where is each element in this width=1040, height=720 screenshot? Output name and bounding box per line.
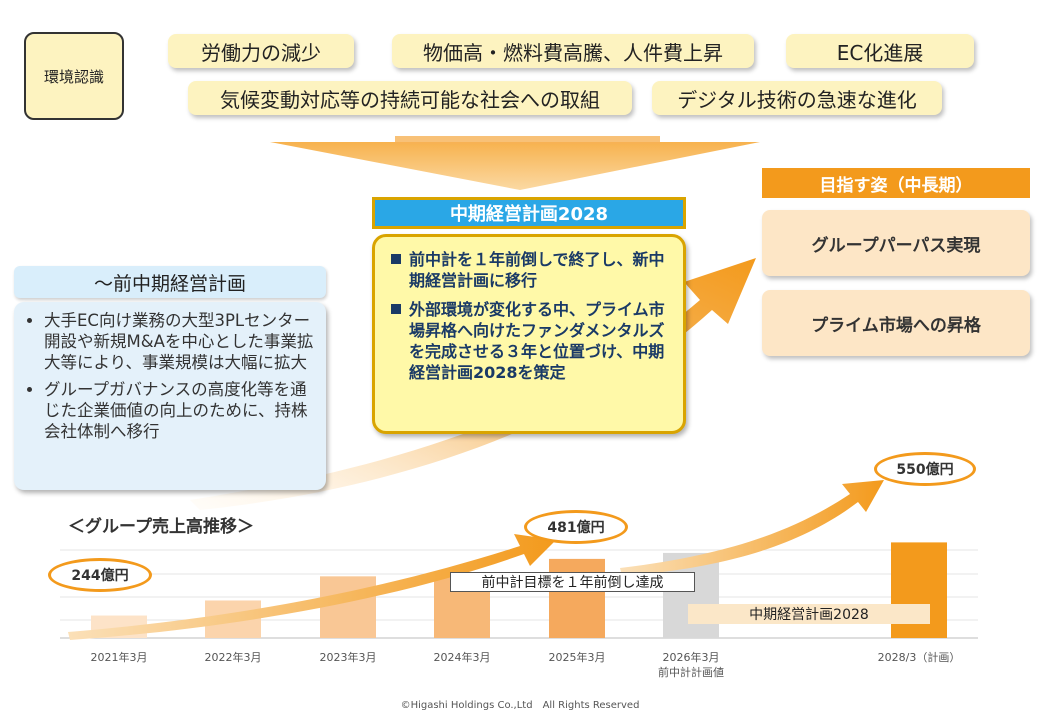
- new-plan-item-text: 外部環境が変化する中、プライム市場昇格へ向けたファンダメンタルズを完成させる３年…: [409, 300, 665, 382]
- value-callout: 550億円: [874, 452, 976, 486]
- x-tick-text: 2021年3月: [90, 651, 148, 664]
- goal-purpose: グループパーパス実現: [762, 210, 1030, 276]
- goal-title: 目指す姿（中長期）: [762, 168, 1030, 198]
- annotation-new-plan: 中期経営計画2028: [688, 604, 930, 624]
- annotation-early-achievement: 前中計目標を１年前倒し達成: [450, 572, 695, 592]
- new-plan-item-text: 前中計を１年前倒しで終了し、新中期経営計画に移行: [409, 250, 665, 290]
- x-tick-text: 2026年3月: [662, 651, 720, 664]
- previous-plan-bullet: 大手EC向け業務の大型3PLセンター開設や新規M&Aを中心とした事業拡大等により…: [44, 310, 316, 373]
- factor-climate: 気候変動対応等の持続可能な社会への取組: [188, 81, 632, 115]
- value-callout: 244億円: [48, 558, 152, 592]
- previous-plan-title: ～前中期経営計画: [14, 266, 326, 298]
- new-plan-item: 外部環境が変化する中、プライム市場昇格へ向けたファンダメンタルズを完成させる３年…: [389, 299, 671, 383]
- copyright-footer: ©Higashi Holdings Co.,Ltd All Rights Res…: [400, 700, 640, 711]
- factor-prices: 物価高・燃料費高騰、人件費上昇: [392, 34, 754, 68]
- bar-2023年3月: [320, 576, 376, 638]
- new-plan-title: 中期経営計画2028: [372, 197, 686, 229]
- previous-plan-body: 大手EC向け業務の大型3PLセンター開設や新規M&Aを中心とした事業拡大等により…: [14, 302, 326, 490]
- x-tick-text: 2024年3月: [433, 651, 491, 664]
- x-tick-label: 2024年3月: [412, 650, 512, 665]
- x-tick-text: 2023年3月: [319, 651, 377, 664]
- growth-arrow-1: [68, 534, 556, 640]
- x-tick-label: 2026年3月前中計計画値: [641, 650, 741, 680]
- funnel-arrow: [270, 142, 760, 190]
- factor-ec: EC化進展: [786, 34, 974, 68]
- new-plan-item: 前中計を１年前倒しで終了し、新中期経営計画に移行: [389, 249, 671, 291]
- x-tick-text: 2022年3月: [204, 651, 262, 664]
- value-callout: 481億円: [524, 510, 628, 544]
- x-tick-label: 2021年3月: [69, 650, 169, 665]
- x-tick-label: 2023年3月: [298, 650, 398, 665]
- environment-label: 環境認識: [24, 32, 124, 120]
- square-bullet-icon: [391, 254, 401, 264]
- sweep-arrow: [190, 258, 756, 510]
- square-bullet-icon: [391, 304, 401, 314]
- factor-digital: デジタル技術の急速な進化: [652, 81, 942, 115]
- x-tick-sublabel: 前中計計画値: [658, 666, 724, 679]
- x-tick-text: 2025年3月: [548, 651, 606, 664]
- x-tick-text: 2028/3（計画）: [877, 651, 961, 664]
- x-tick-label: 2028/3（計画）: [869, 650, 969, 665]
- funnel-top-band: [395, 136, 660, 144]
- x-tick-label: 2025年3月: [527, 650, 627, 665]
- goal-prime-market: プライム市場への昇格: [762, 290, 1030, 356]
- x-tick-label: 2022年3月: [183, 650, 283, 665]
- previous-plan-bullet: グループガバナンスの高度化等を通じた企業価値の向上のために、持株会社体制へ移行: [44, 379, 316, 442]
- chart-title: ＜グループ売上高推移＞: [68, 517, 254, 537]
- new-plan-body: 前中計を１年前倒しで終了し、新中期経営計画に移行 外部環境が変化する中、プライム…: [372, 234, 686, 434]
- factor-labor: 労働力の減少: [168, 34, 354, 68]
- growth-arrow-2: [620, 480, 884, 576]
